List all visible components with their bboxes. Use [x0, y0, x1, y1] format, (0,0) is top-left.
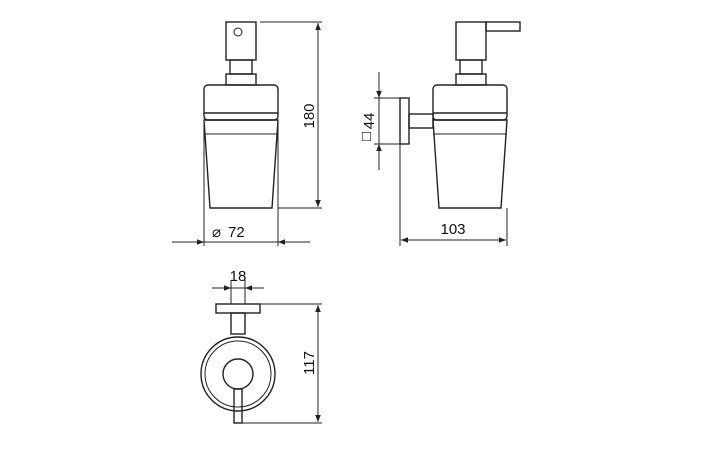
top-view — [200, 303, 276, 424]
top-glass-outer — [200, 336, 276, 412]
top-pump-head — [222, 358, 254, 390]
side-plate-dimension: 44 □ — [361, 72, 400, 170]
front-collar — [225, 73, 257, 86]
top-plate-dimension: 18 — [212, 268, 264, 304]
diameter-symbol: ⌀ — [212, 224, 221, 241]
side-pump-head — [455, 21, 487, 61]
side-collar — [455, 73, 487, 86]
square-symbol: □ — [362, 128, 371, 145]
side-cap — [432, 84, 508, 121]
front-glass — [203, 119, 279, 209]
top-glass-inner — [204, 340, 272, 408]
top-pump-nozzle — [233, 388, 243, 424]
side-pump-neck — [459, 59, 483, 75]
front-view — [203, 21, 279, 209]
front-pump-head — [225, 21, 257, 61]
side-pump-nozzle — [485, 21, 521, 32]
side-glass — [432, 119, 508, 209]
top-arm — [230, 312, 246, 335]
top-plate-label: 18 — [230, 268, 247, 285]
front-pump-hole — [233, 27, 243, 37]
front-height-dimension: 180 — [260, 21, 322, 209]
top-wall-plate — [215, 303, 261, 314]
side-depth-dimension: 103 — [399, 144, 508, 246]
front-pump-neck — [229, 59, 253, 75]
top-depth-dimension: 117 — [242, 303, 322, 424]
diameter-dimension: ⌀ 72 — [172, 120, 310, 246]
top-depth-label: 117 — [301, 351, 318, 375]
side-arm — [408, 113, 434, 129]
side-wall-plate — [399, 97, 410, 145]
front-height-label: 180 — [301, 103, 318, 128]
side-view — [399, 21, 521, 209]
side-plate-label: 44 — [361, 113, 378, 130]
front-cap — [203, 84, 279, 121]
side-depth-label: 103 — [440, 221, 465, 238]
diameter-value: 72 — [228, 224, 245, 241]
